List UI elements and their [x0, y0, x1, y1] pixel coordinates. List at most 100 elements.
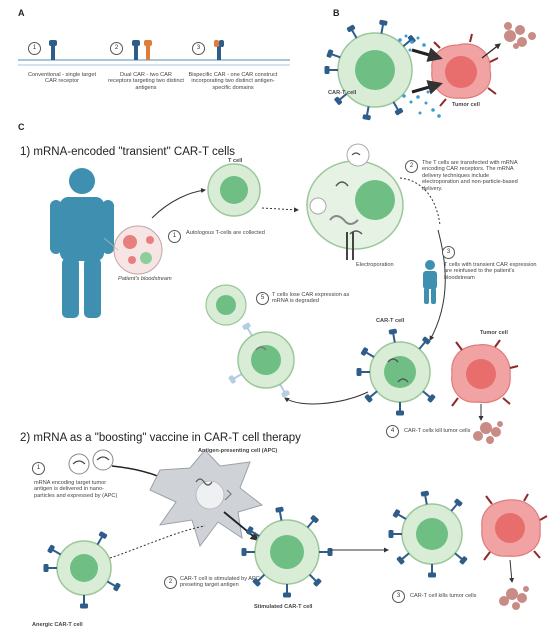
tumor-debris-b [504, 22, 536, 49]
car-receptor-head [324, 66, 330, 74]
car-t-cell-1 [356, 328, 436, 416]
panel-a-item-3-text: Bispecific CAR - one CAR construct incor… [188, 72, 278, 91]
car-receptor-head [313, 578, 322, 587]
panel-c-letter: C [18, 122, 25, 132]
s2-step-3-text: CAR-T cell kills tumor cells [410, 593, 477, 599]
apc-cell [149, 449, 264, 548]
panel-b-letter: B [333, 8, 340, 18]
panel-a-num-1: 1 [28, 42, 41, 55]
car-receptor-head [275, 506, 284, 513]
car-receptor-stem [351, 29, 358, 39]
apc-label: Antigen-presenting cell (APC) [198, 448, 278, 454]
section1-title: 1) mRNA-encoded "transient" CAR-T cells [20, 146, 236, 158]
car-receptor-head [98, 531, 108, 539]
car-receptor-stem [402, 39, 411, 47]
car-receptor-stem [106, 580, 116, 587]
car-receptor-head [420, 490, 430, 497]
tumor-debris-1 [473, 421, 503, 444]
car-receptor-head [362, 114, 371, 121]
car-receptor-stem [339, 93, 348, 101]
car-receptor-head [242, 322, 251, 330]
car-receptor-head [281, 390, 290, 398]
panel-b-diagram [324, 19, 536, 121]
car-receptor-head [327, 548, 333, 556]
panel-a-diagram [18, 40, 290, 66]
transfected-t-cell [306, 143, 404, 260]
car-receptor-head [241, 548, 247, 556]
car-receptor-stem [365, 351, 375, 358]
car-loss-cell [228, 322, 295, 398]
tumor-spikes-b [433, 33, 499, 107]
electroporation-label: Electroporation [356, 262, 394, 268]
panel-a-num-2: 2 [110, 42, 123, 55]
car-receptor-stem [422, 390, 431, 398]
car-receptor-stem [250, 530, 260, 537]
dual-car-receptor-icon [132, 40, 152, 60]
car-receptors-b [324, 19, 416, 121]
tumor-cell-2 [481, 493, 548, 561]
car-receptor-head [310, 515, 319, 523]
car-receptor-head [427, 394, 436, 403]
patient-bloodstream-label: Patient's bloodstream [118, 276, 172, 282]
patient-figure [50, 168, 114, 318]
car-t-cell-2 [388, 490, 468, 578]
car-receptor-head [392, 509, 401, 518]
car-receptor-stem [380, 24, 384, 34]
s2-step-1-num: 1 [32, 462, 45, 475]
car-receptor-stem [246, 327, 253, 337]
car-receptor-stem [401, 552, 410, 560]
car-receptor-head [407, 35, 416, 44]
car-receptor-head [80, 603, 88, 609]
anergic-car-t-label: Anergic CAR-T cell [32, 622, 83, 628]
car-receptor-stem [424, 495, 428, 505]
car-receptor-stem [454, 552, 463, 560]
panel-b-tumor-label: Tumor cell [452, 102, 480, 108]
car-receptor-stem [450, 503, 458, 512]
car-receptor-stem [257, 573, 266, 582]
car-receptor-head [394, 107, 404, 116]
s1-step-1-num: 1 [168, 230, 181, 243]
tumor-nucleus-b [445, 56, 477, 88]
car-receptor-stem [96, 536, 103, 546]
tumor-cell-1 [451, 339, 519, 407]
car-receptor-head [379, 19, 388, 26]
car-receptor-head [364, 394, 373, 403]
tumor-debris-2 [499, 586, 529, 610]
car-receptor-stem [392, 101, 399, 111]
panel-b-car-t-label: CAR-T cell [328, 90, 357, 96]
section2-title: 2) mRNA as a "boosting" vaccine in CAR-T… [20, 432, 301, 444]
section1-car-t-label: CAR-T cell [376, 318, 405, 324]
car-receptor-stem [392, 333, 396, 343]
car-receptor-head [246, 526, 254, 535]
car-receptor-stem [233, 373, 243, 380]
cytotoxic-granules [398, 34, 441, 118]
car-receptor-stem [418, 341, 426, 350]
mrna-nanoparticles [68, 449, 114, 475]
s1-step-5-num: 5 [256, 292, 269, 305]
s1-step-3-num: 3 [442, 246, 455, 259]
car-receptor-stem [306, 519, 315, 529]
nucleus-b [355, 50, 395, 90]
car-receptor-head [396, 410, 404, 416]
car-receptor-stem [52, 549, 62, 556]
single-car-receptor-icon [49, 40, 57, 60]
s1-step-5-text: T cells lose CAR expression as mRNA is d… [272, 292, 350, 305]
s2-step-2-text: CAR-T cell is stimulated by APC presetin… [180, 576, 260, 589]
s1-step-3-text: T cells with transient CAR expression ar… [444, 262, 537, 281]
s2-step-3-num: 3 [392, 590, 405, 603]
car-receptor-stem [331, 53, 341, 59]
car-receptor-head [428, 572, 436, 578]
car-receptor-stem [397, 513, 407, 520]
car-receptor-stem [369, 390, 378, 398]
panel-a-item-1-text: Conventional - single target CAR recepto… [27, 72, 97, 85]
car-receptor-head [356, 368, 362, 376]
car-receptor-stem [366, 106, 370, 116]
car-receptor-head [334, 96, 343, 105]
car-receptor-head [396, 556, 405, 565]
car-receptor-head [454, 498, 463, 507]
stimulated-car-t-cell [241, 506, 333, 598]
car-receptor-head [422, 336, 431, 345]
panel-a-item-2-text: Dual CAR - two CAR receptors targeting t… [108, 72, 184, 91]
